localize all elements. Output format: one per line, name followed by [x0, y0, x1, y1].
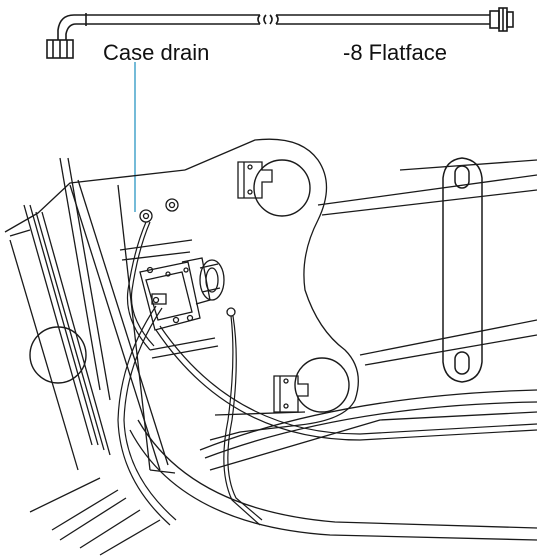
- case-drain-label: Case drain: [103, 40, 210, 65]
- case-drain-port: [139, 209, 153, 223]
- frame-structure: [4, 138, 537, 556]
- flatface-label: -8 Flatface: [343, 40, 447, 65]
- lower-mounting-clip: [273, 375, 309, 413]
- upper-lobe-hole: [253, 159, 311, 217]
- lower-lobe-hole: [294, 357, 350, 413]
- pump-motor-assembly: [139, 257, 225, 331]
- hose-body-right: [276, 14, 490, 25]
- lower-port: [226, 307, 236, 317]
- left-circle-cutout: [29, 326, 87, 384]
- hose-flatface-fitting-icon: [489, 7, 514, 32]
- link-arm: [442, 157, 483, 383]
- hose-illustration: [46, 7, 514, 59]
- frame-holes: [29, 159, 350, 413]
- hose-elbow-fitting-icon: [46, 14, 86, 59]
- secondary-port: [165, 198, 179, 212]
- hose-break-symbol-icon: [257, 14, 279, 25]
- routed-hoses: [117, 221, 537, 526]
- upper-mounting-clip: [237, 161, 273, 199]
- hose-body-left: [85, 13, 260, 26]
